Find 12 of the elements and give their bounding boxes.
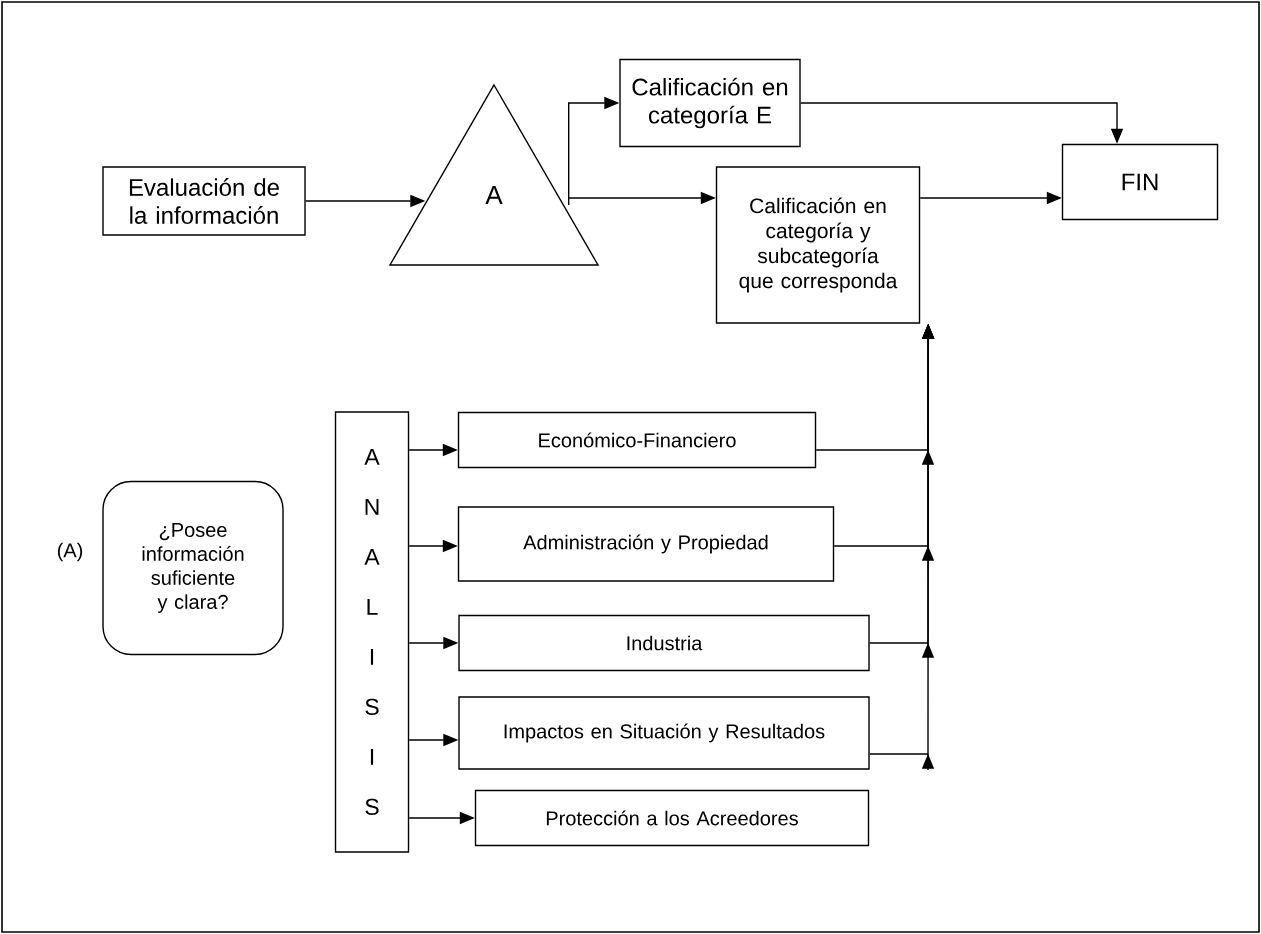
process-box: Administración y Propiedad: [457, 506, 835, 582]
process-box: Calificación en categoría E: [619, 58, 801, 148]
process-box: Impactos en Situación y Resultados: [458, 696, 870, 770]
vertical-box: A N A L I S I S: [334, 411, 410, 853]
process-box: Industria: [458, 614, 870, 672]
question-box: ¿Posee información suficiente y clara?: [102, 480, 284, 656]
process-box: Calificación en categoría y subcategoría que corresponda: [715, 166, 921, 324]
process-box: Evaluación de la información: [102, 166, 306, 236]
text-label: (A): [57, 542, 83, 562]
process-box: Económico-Financiero: [457, 411, 817, 469]
process-box: Protección a los Acreedores: [474, 789, 870, 847]
end-box: FIN: [1061, 143, 1219, 221]
